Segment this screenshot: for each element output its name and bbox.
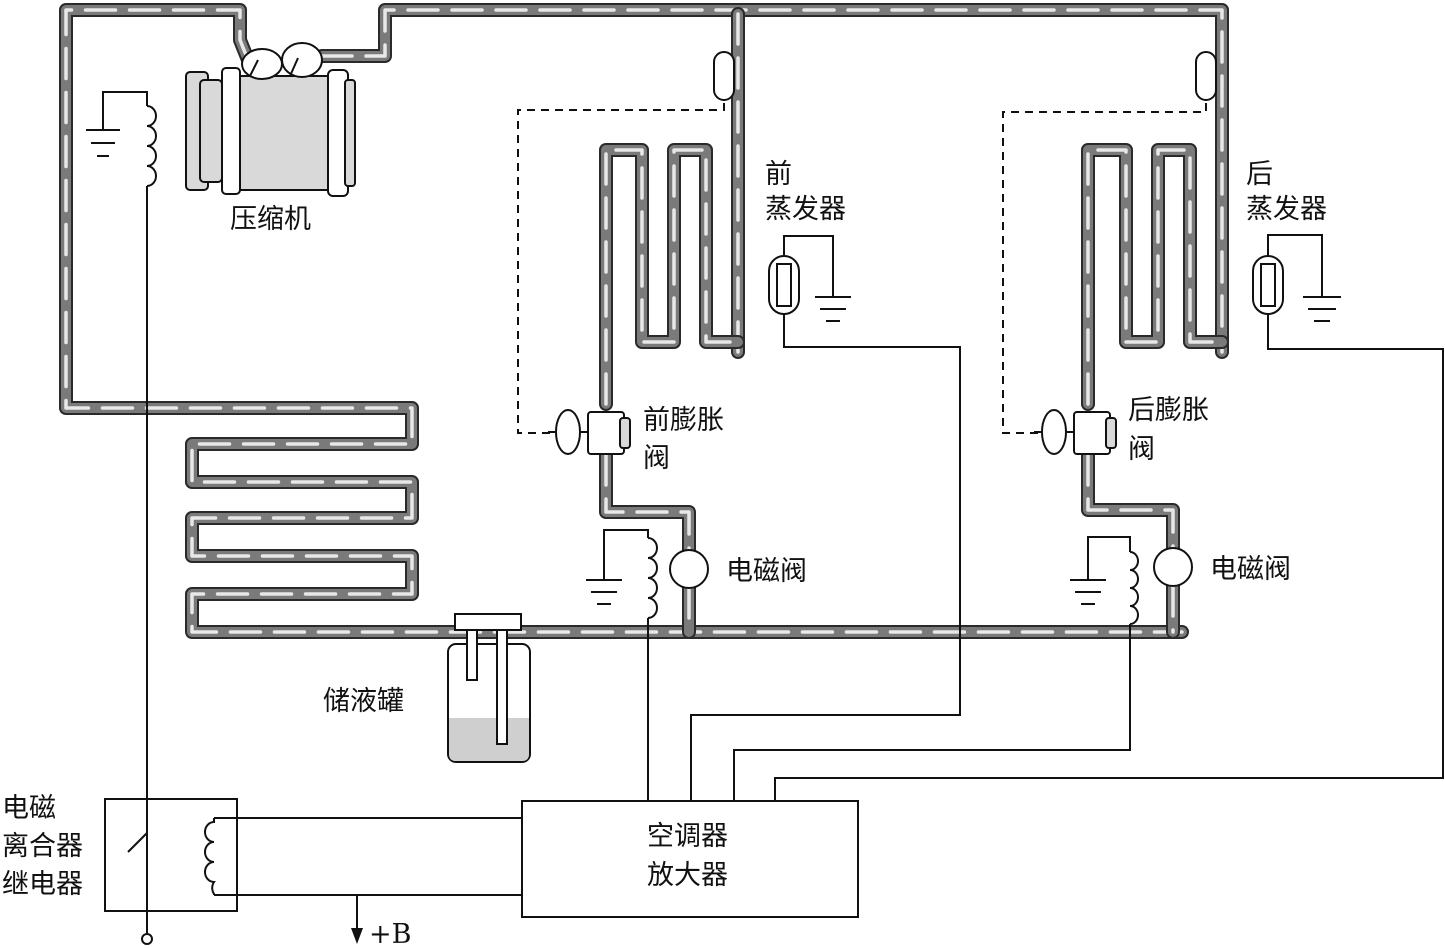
rear-pressure-switch	[1195, 51, 1217, 101]
amplifier-box	[521, 800, 859, 918]
relay-label-3: 继电器	[2, 869, 83, 900]
front-evaporator-coil	[604, 148, 740, 406]
front-expansion-valve-label-2: 阀	[643, 443, 670, 474]
rear-temp-sensor	[774, 234, 1444, 801]
clutch-relay	[104, 798, 522, 945]
front-expansion-valve-label-1: 前膨胀	[643, 405, 724, 436]
receiver-drier-label: 储液罐	[323, 686, 404, 717]
rear-solenoid-valve-label: 电磁阀	[1210, 554, 1291, 585]
front-valve-line	[604, 453, 691, 634]
relay-label-1: 电磁	[2, 793, 56, 824]
front-evaporator-label-1: 前	[765, 159, 792, 190]
front-pressure-switch	[713, 51, 735, 101]
front-valve-line	[599, 448, 696, 639]
rear-sensing-line	[1002, 75, 1207, 434]
front-evaporator-label-2: 蒸发器	[765, 194, 846, 225]
rear-evaporator-label-1: 后	[1246, 159, 1273, 190]
relay-label-2: 离合器	[2, 831, 83, 862]
rear-evaporator-coil	[1086, 148, 1224, 406]
amplifier-label-1: 空调器	[647, 821, 728, 852]
front-expansion-valve	[548, 409, 631, 455]
front-sensing-line	[517, 75, 725, 434]
compressor	[185, 42, 356, 197]
receiver-drier	[447, 613, 531, 763]
front-solenoid-valve	[586, 529, 709, 801]
rear-evaporator-label-2: 蒸发器	[1246, 194, 1327, 225]
rear-expansion-valve-label-1: 后膨胀	[1128, 395, 1209, 426]
discharge-line	[64, 8, 1184, 634]
front-solenoid-valve-label: 电磁阀	[726, 556, 807, 587]
front-valve-line	[601, 450, 694, 637]
amplifier-label-2: 放大器	[647, 860, 728, 891]
suction-line	[320, 8, 1224, 354]
refrigerant-pipes	[59, 3, 1229, 639]
front-temp-sensor	[690, 235, 961, 801]
rear-evaporator-coil	[1083, 145, 1227, 409]
power-label: +B	[369, 919, 411, 948]
compressor-label: 压缩机	[230, 204, 311, 235]
rear-valve-line	[1086, 453, 1175, 634]
front-evaporator-coil	[601, 145, 743, 409]
rear-expansion-valve	[1034, 409, 1117, 455]
rear-expansion-valve-label-2: 阀	[1128, 434, 1155, 465]
clutch-coil	[86, 91, 157, 935]
rear-solenoid-valve	[733, 536, 1193, 801]
power-supply	[351, 895, 363, 944]
